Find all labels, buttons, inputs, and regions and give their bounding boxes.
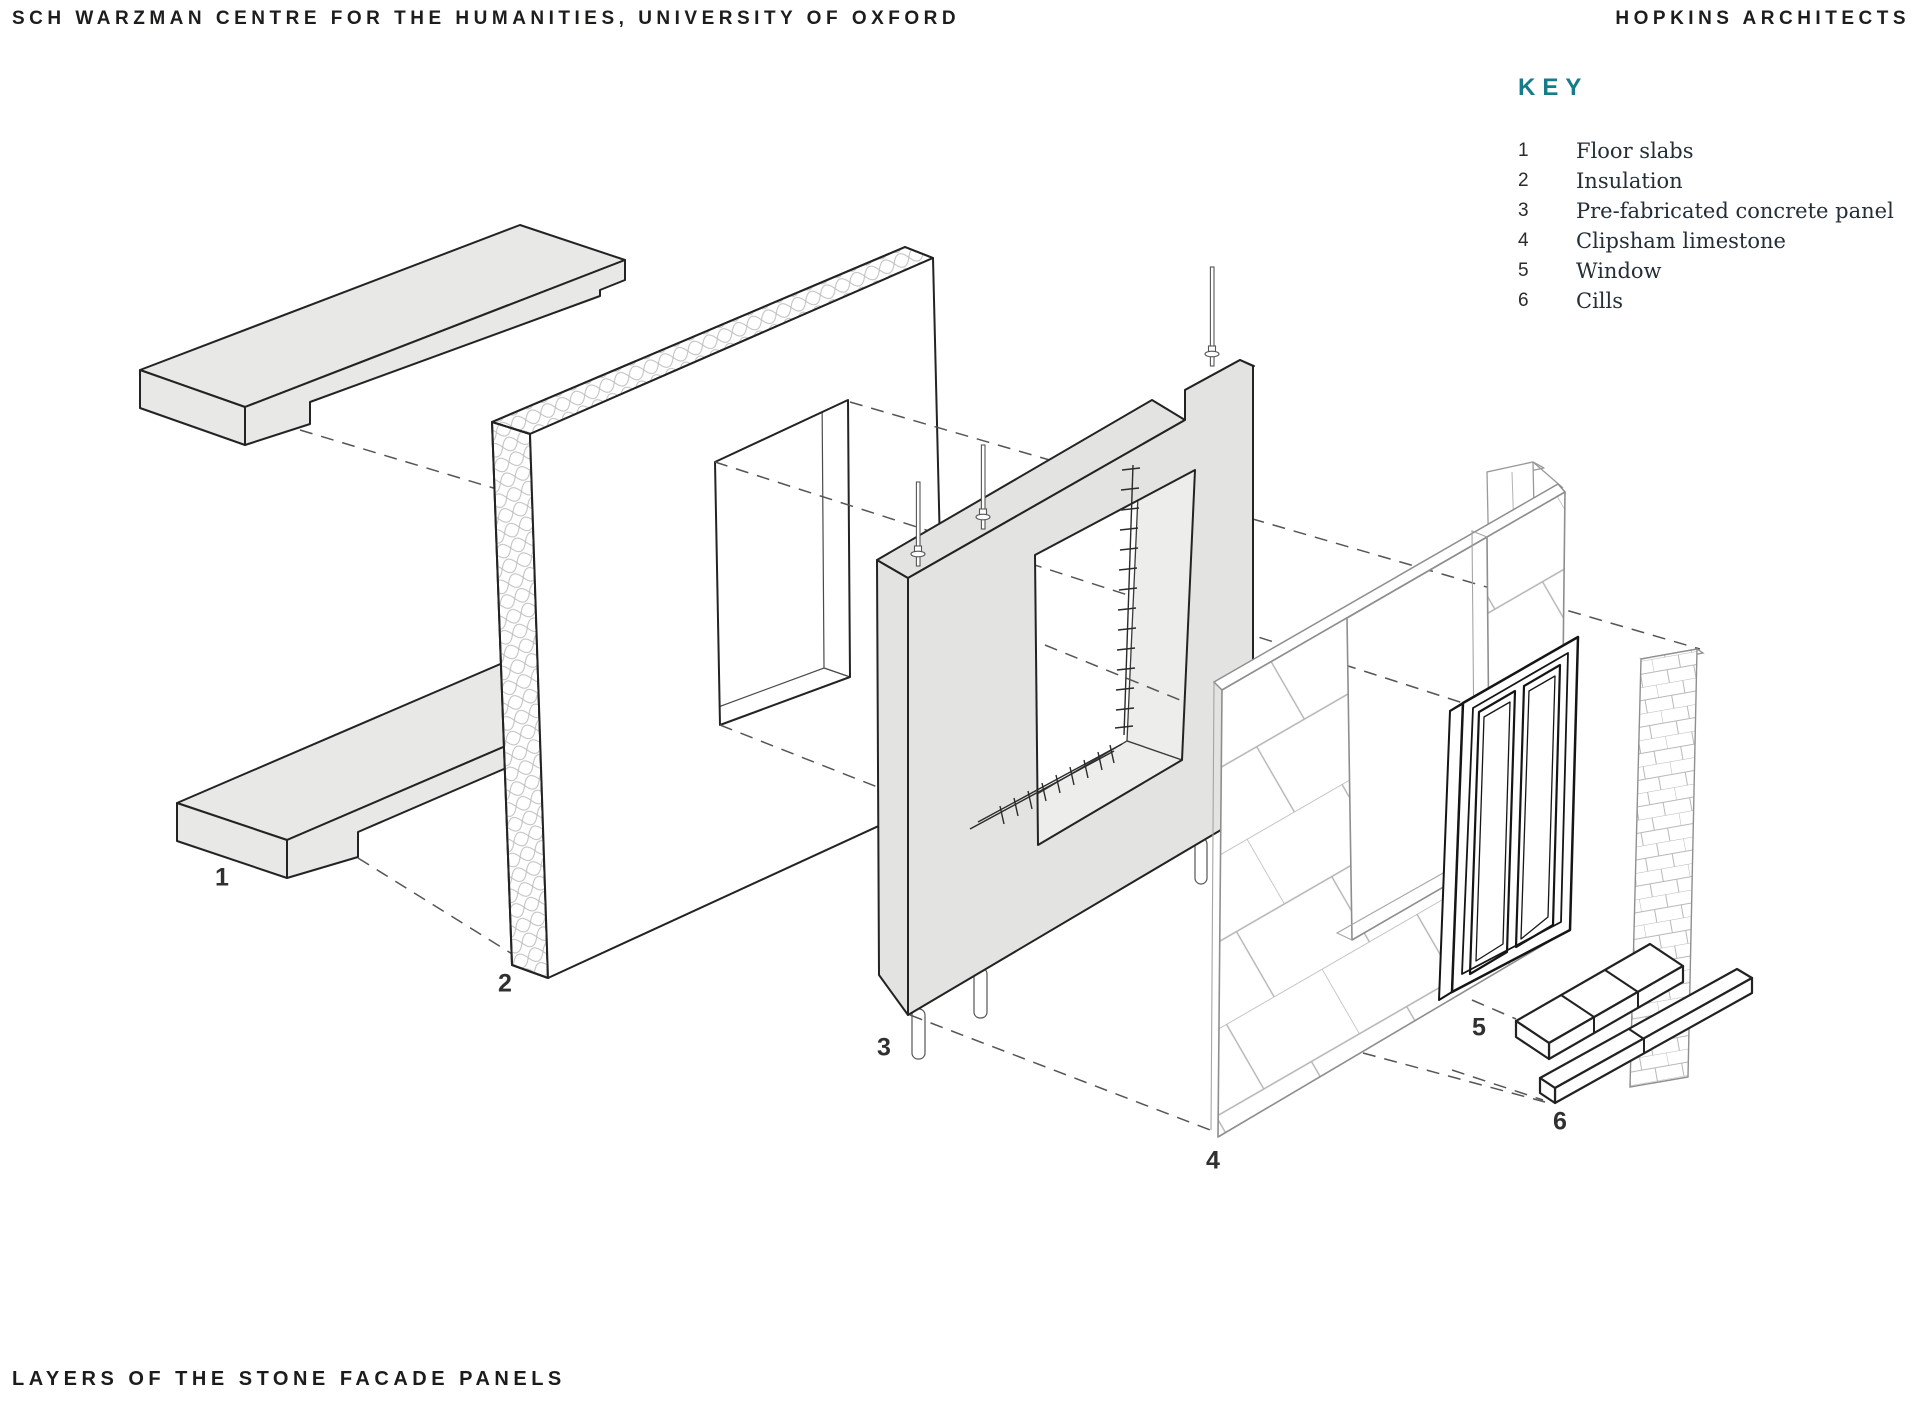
key-item: 2 Insulation	[1518, 169, 1683, 193]
drawing-caption: LAYERS OF THE STONE FACADE PANELS	[12, 1368, 566, 1390]
concrete-panel	[876, 266, 1255, 1060]
callout-3: 3	[877, 1033, 891, 1062]
architect-name: HOPKINS ARCHITECTS	[1615, 8, 1910, 29]
key-item: 6 Cills	[1518, 289, 1623, 313]
floor-slab-upper	[139, 224, 626, 446]
projection-lines-outer	[1362, 999, 1546, 1103]
window-left-casement	[1468, 689, 1517, 976]
callout-2: 2	[498, 969, 512, 998]
projection-lines-concrete	[909, 644, 1219, 1134]
insulation-window-reveal	[692, 390, 852, 726]
concrete-edge-face	[876, 559, 909, 1016]
callout-5: 5	[1472, 1013, 1486, 1042]
key-item: 3 Pre-fabricated concrete panel	[1518, 199, 1894, 223]
concrete-front-face	[907, 359, 1254, 1016]
callout-6: 6	[1553, 1107, 1567, 1136]
concrete-dowels	[911, 837, 1208, 1060]
rebar-ties	[969, 464, 1141, 830]
key-item: 4 Clipsham limestone	[1518, 229, 1786, 253]
key-panel: KEY 1 Floor slabs 2 Insulation 3 Pre-fab…	[1518, 74, 1918, 316]
cills	[1514, 942, 1754, 1105]
key-item: 5 Window	[1518, 259, 1662, 283]
lifting-pins	[910, 266, 1220, 567]
insulation-panel	[491, 246, 947, 979]
window-assembly	[1438, 635, 1580, 1001]
key-title: KEY	[1518, 74, 1589, 101]
callout-4: 4	[1206, 1146, 1220, 1175]
project-title: SCH WARZMAN CENTRE FOR THE HUMANITIES, U…	[12, 8, 961, 29]
key-list: 1 Floor slabs 2 Insulation 3 Pre-fabrica…	[1518, 136, 1918, 316]
window-right-casement	[1514, 663, 1562, 949]
callout-1: 1	[215, 863, 229, 892]
key-item: 1 Floor slabs	[1518, 139, 1694, 163]
